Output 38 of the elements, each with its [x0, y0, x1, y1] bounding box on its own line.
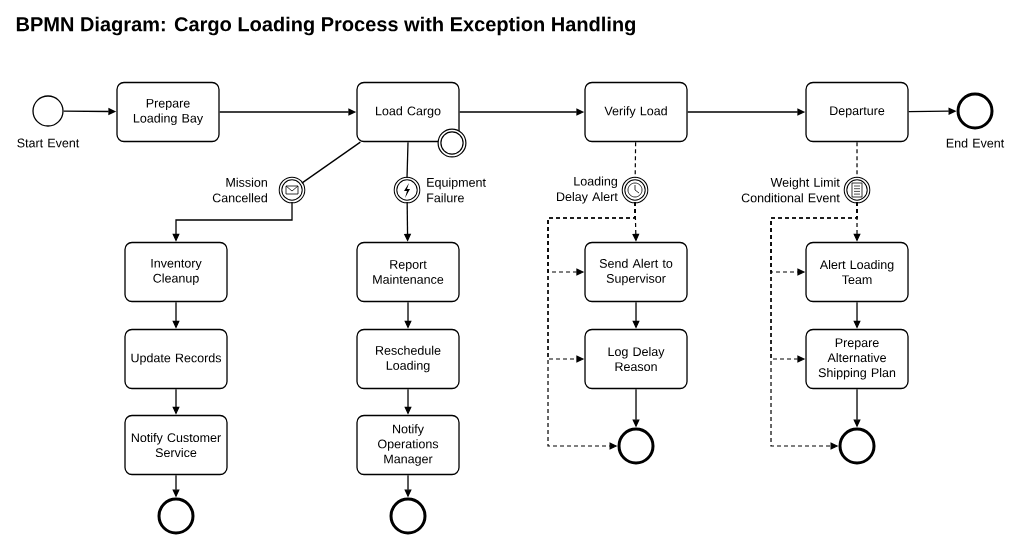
task-box: Verify Load	[584, 81, 688, 143]
event-label: Mission Cancelled	[212, 177, 267, 203]
task-box: Report Maintenance	[356, 241, 460, 303]
event-label: End Event	[946, 138, 1005, 148]
task-box: Prepare Alternative Shipping Plan	[805, 328, 909, 390]
intermediate-event-circle	[843, 176, 871, 204]
connector	[406, 141, 409, 179]
intermediate-event-circle	[393, 176, 421, 204]
task-box: Departure	[805, 81, 909, 143]
event-label: Start Event	[17, 138, 80, 148]
end-event-circle	[956, 92, 994, 130]
task-box: Load Cargo	[356, 81, 460, 143]
connector	[547, 201, 636, 450]
intermediate-event-circle	[278, 176, 306, 204]
task-box: Notify Operations Manager	[356, 414, 460, 476]
title: BPMN Diagram: Cargo Loading Process with Exception Handling	[16, 16, 635, 36]
connector	[634, 141, 637, 179]
event-label: Weight Limit Conditional Event	[741, 177, 840, 203]
end-event-circle	[838, 427, 876, 465]
intermediate-event-circle	[621, 176, 649, 204]
start-event-circle	[32, 95, 64, 127]
boundary-event-circle	[437, 128, 467, 158]
task-box: Inventory Cleanup	[124, 241, 228, 303]
task-box: Prepare Loading Bay	[116, 81, 220, 143]
event-label: Equipment Failure	[427, 177, 486, 203]
task-box: Update Records	[124, 328, 228, 390]
end-event-circle	[389, 497, 427, 535]
task-box: Log Delay Reason	[584, 328, 688, 390]
event-label: Loading Delay Alert	[557, 176, 618, 204]
end-event-circle	[157, 497, 195, 535]
connector	[301, 141, 361, 184]
task-box: Reschedule Loading	[356, 328, 460, 390]
task-box: Notify Customer Service	[124, 414, 228, 476]
task-box: Alert Loading Team	[805, 241, 909, 303]
connector	[856, 141, 858, 179]
end-event-circle	[617, 427, 655, 465]
task-box: Send Alert to Supervisor	[584, 241, 688, 303]
connector	[770, 201, 858, 450]
